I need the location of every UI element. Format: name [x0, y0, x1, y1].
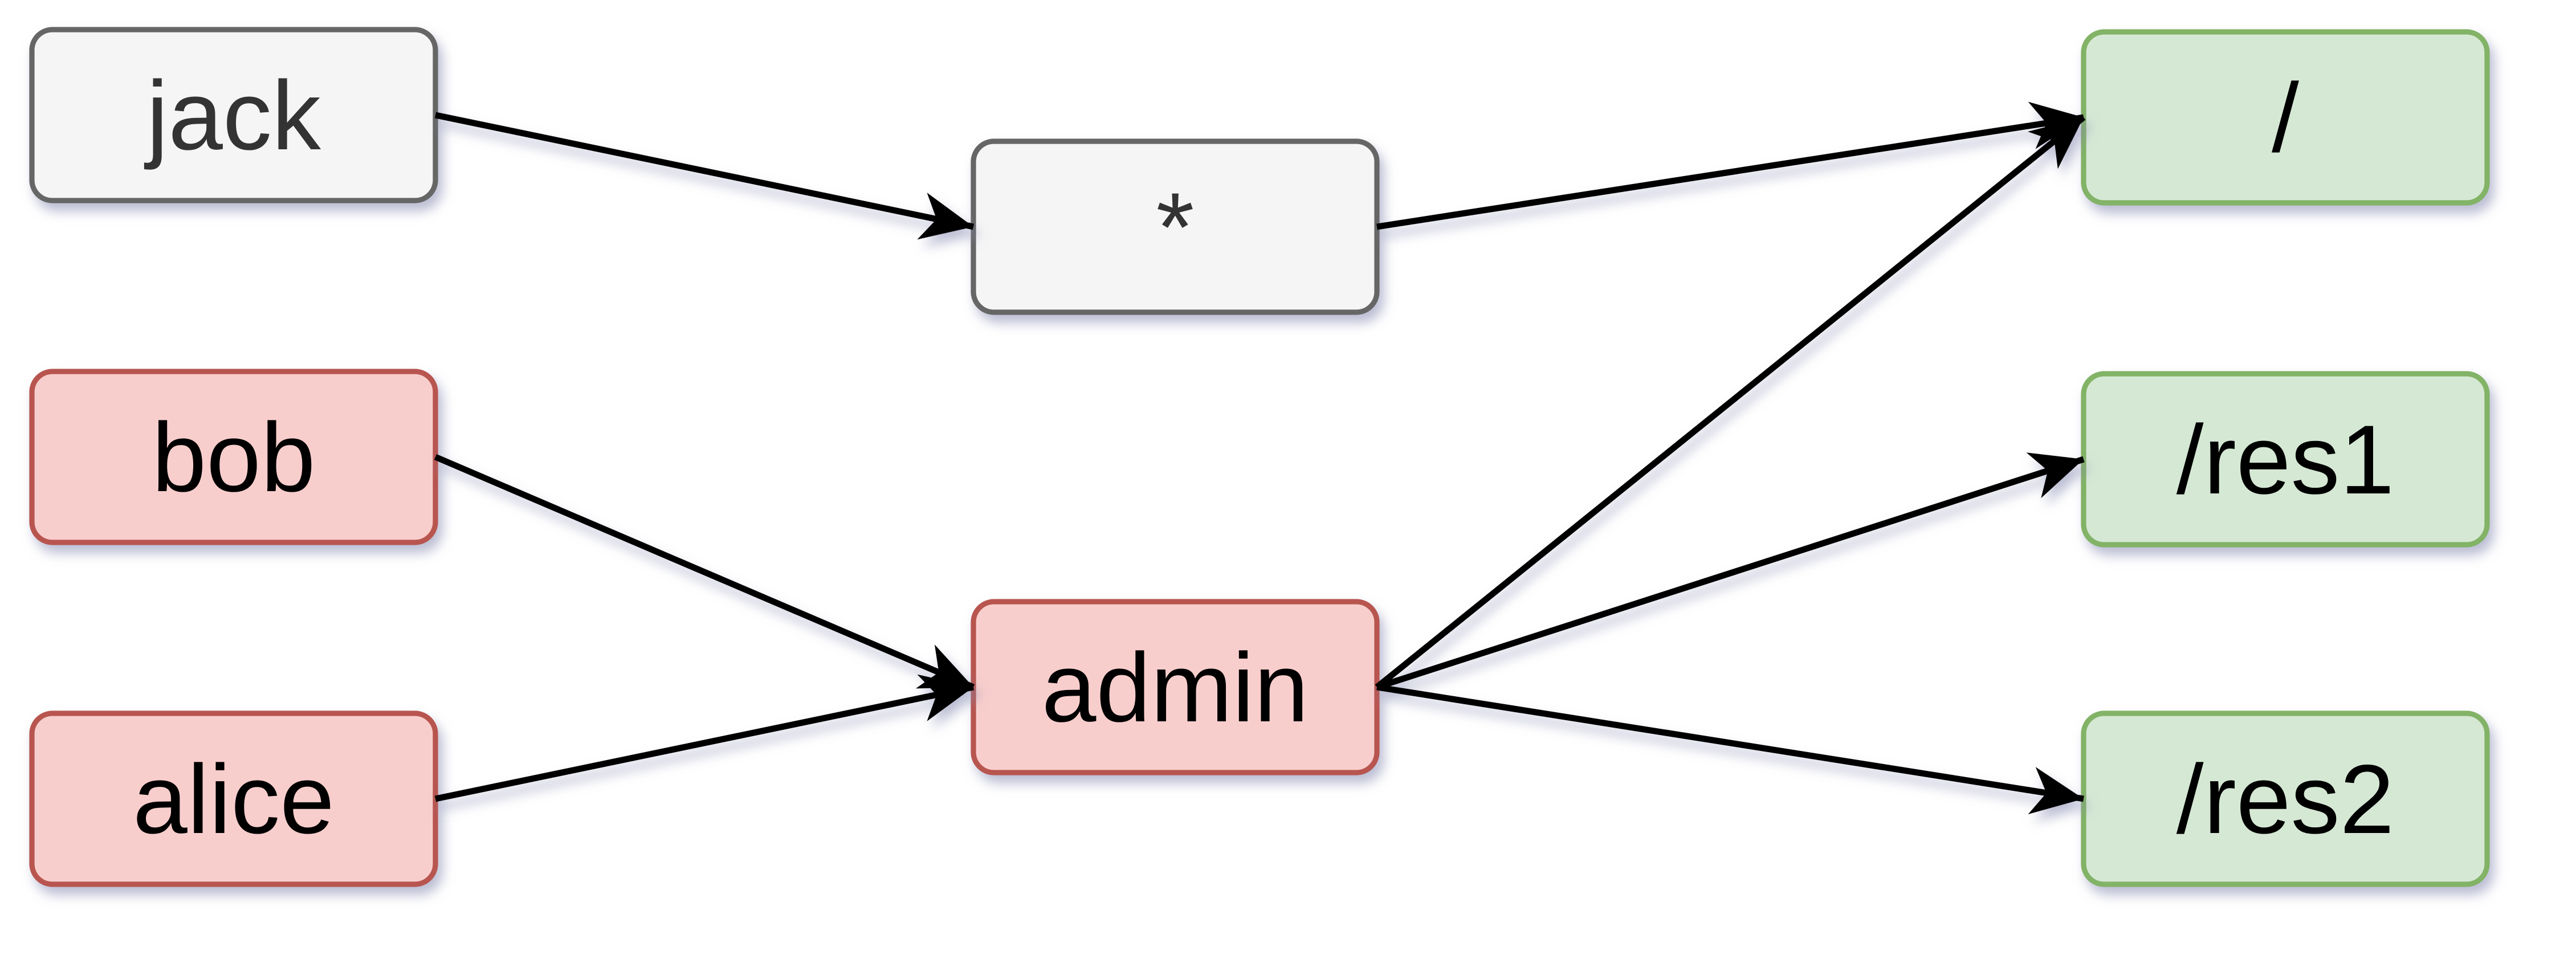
node-label-jack: jack — [144, 61, 321, 170]
node-label-root: / — [2272, 63, 2299, 173]
edges-layer — [434, 101, 2086, 815]
edge-admin-root — [1375, 115, 2086, 690]
edge-admin-res1 — [1376, 452, 2085, 691]
edge-admin-res2 — [1376, 684, 2084, 815]
edge-bob-admin — [434, 454, 975, 691]
node-labels-layer: jack bob alice * admin / /res1/res2 — [133, 61, 2394, 854]
node-shapes-layer — [29, 27, 2490, 887]
node-label-star: * — [1156, 173, 1195, 282]
edge-star-root — [1376, 101, 2084, 230]
node-label-bob: bob — [152, 403, 316, 512]
node-label-res2: /res2 — [2176, 745, 2394, 854]
edge-jack-star — [434, 112, 975, 240]
node-label-admin: admin — [1042, 633, 1309, 742]
edge-alice-admin — [434, 674, 975, 802]
node-label-res1: /res1 — [2176, 405, 2394, 514]
node-label-alice: alice — [133, 745, 335, 854]
